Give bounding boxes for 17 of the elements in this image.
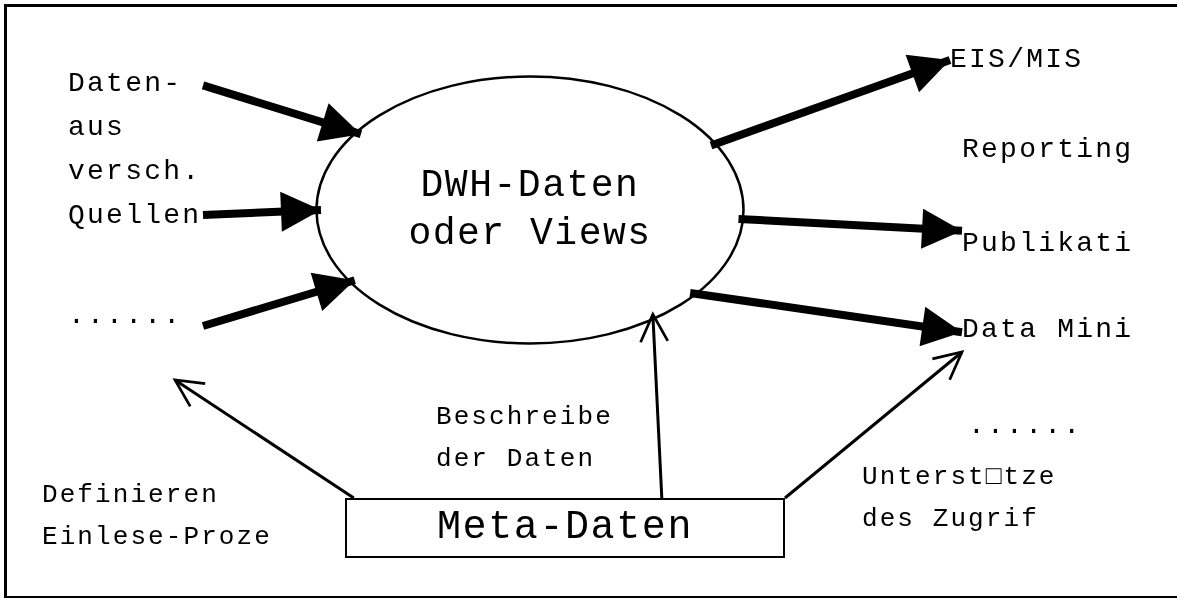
ellipsis-text: ...... [68,296,203,336]
output-text: EIS/MIS [950,38,1100,82]
arrow [784,350,964,500]
arrow [639,313,670,499]
output-text: Reporting [962,133,1134,167]
source-text: Daten- aus versch. Quellen [68,62,203,242]
arrow [201,272,356,330]
arrow [202,191,322,232]
meta-data-box: Meta-Daten [345,498,785,558]
arrow [201,81,363,142]
output-text: Data Mini [962,308,1152,352]
arrow [709,54,952,150]
arrow [173,378,355,500]
output-text: Publikati [962,222,1152,266]
arrow [689,288,963,347]
output-text: ...... [968,409,1083,443]
data-ellipse: DWH-Daten oder Views [315,75,745,345]
